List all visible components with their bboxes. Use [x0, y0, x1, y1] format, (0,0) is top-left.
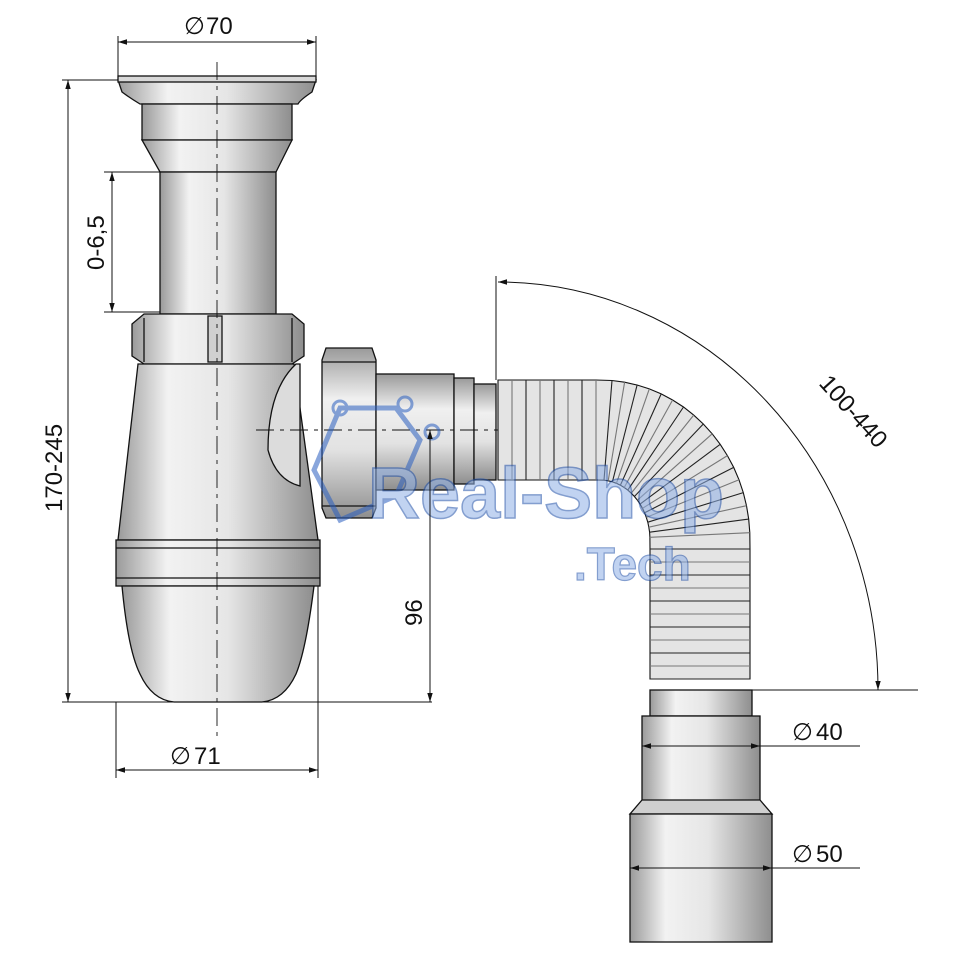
side-branch [267, 363, 301, 487]
bottom-cup [121, 585, 315, 703]
outlet-tubes [628, 689, 774, 943]
siphon-body [115, 62, 321, 740]
dim-hose-length-arc [497, 279, 881, 691]
hose-connector [473, 383, 497, 481]
outlet-tube-40 [641, 715, 761, 813]
dim-outlet-height-label: 96 [401, 599, 428, 626]
outlet-reducer [628, 799, 774, 815]
dim-top-diameter-label: 70 [206, 13, 233, 40]
dim-outlet-40-symbol: ∅ [792, 719, 813, 746]
dim-outlet-50-label: 50 [816, 841, 843, 868]
dim-bottom-diameter-label: 71 [194, 743, 221, 770]
dim-total-height-label: 170-245 [41, 424, 68, 512]
outlet-tube-50 [629, 813, 773, 943]
dim-adjust-label: 0-6,5 [83, 215, 110, 270]
dim-top-diameter-symbol: ∅ [184, 13, 205, 40]
watermark-hexagon-icon [311, 405, 423, 524]
dim-outlet-50-symbol: ∅ [792, 841, 813, 868]
dim-outlet-40-label: 40 [816, 719, 843, 746]
dimension-lines [62, 36, 918, 871]
outlet-nut [321, 347, 377, 519]
hose-end-ring [649, 689, 753, 717]
dim-bottom-diameter-symbol: ∅ [170, 743, 191, 770]
vertical-pipe [159, 171, 277, 315]
watermark-line2: .Tech [574, 538, 691, 590]
watermark-line1: Real-Shop [368, 454, 724, 534]
dim-hose-length-label: 100-440 [814, 370, 893, 454]
drain-plug-top [117, 79, 317, 105]
bottom-collar [115, 539, 321, 587]
